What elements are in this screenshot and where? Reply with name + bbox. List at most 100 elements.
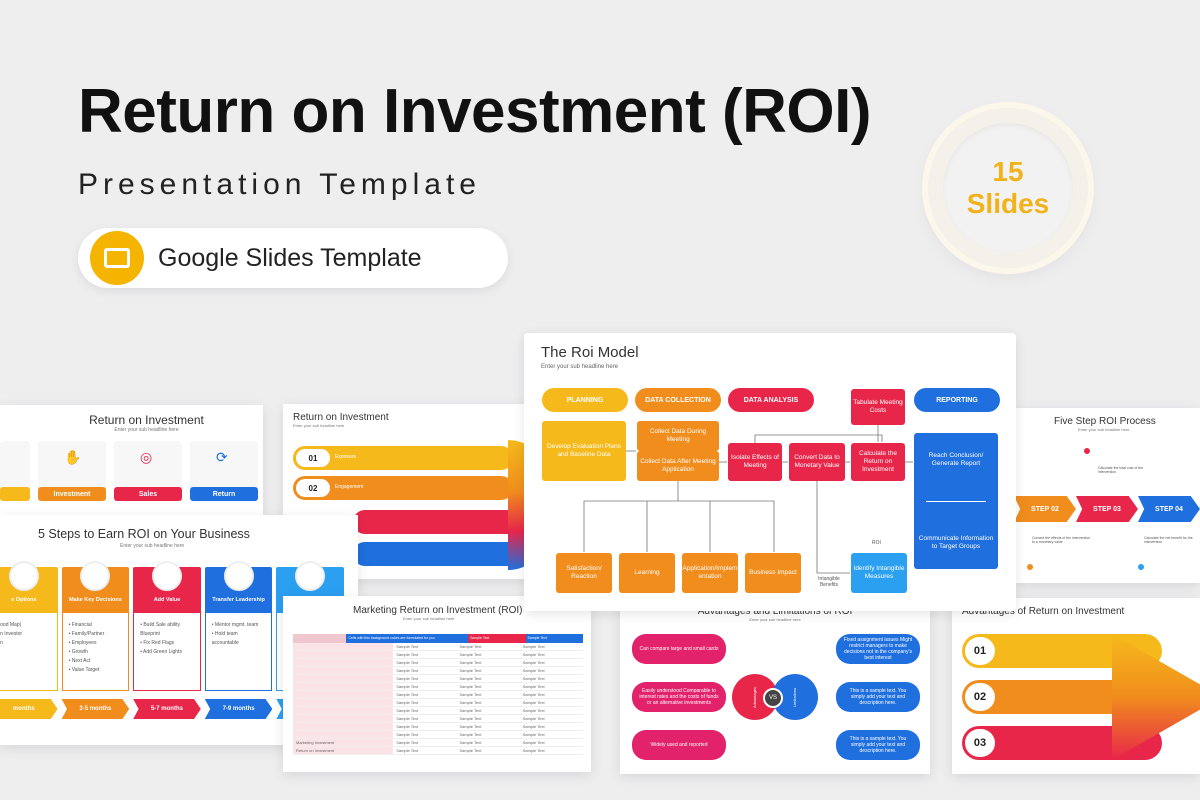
lim-pill: This is a sample text. You simply add yo… bbox=[836, 682, 920, 712]
table-cell: Sample Text bbox=[393, 682, 457, 691]
hero-subtitle: Presentation Template bbox=[78, 168, 481, 201]
table-cell: Sample Text bbox=[393, 690, 457, 699]
slide-title: The Roi Model bbox=[541, 344, 639, 361]
box-convert: Convert Data to Monetary Value bbox=[789, 443, 845, 481]
table-cell: Sample Text bbox=[519, 722, 583, 731]
table-cell: Sample Text bbox=[393, 730, 457, 739]
slide-title: Return on Investment bbox=[293, 412, 389, 423]
box-develop: Develop Evaluation Plans and Baseline Da… bbox=[542, 421, 626, 481]
table-cell: Sample Text bbox=[456, 682, 520, 691]
step-item: • Growth bbox=[68, 649, 88, 655]
step-body: • ood Map)• n Investor• n bbox=[0, 613, 58, 691]
slide-thumb-adv-lim[interactable]: Advantages and Limitations of ROI Enter … bbox=[620, 598, 930, 774]
table-cell: Sample Text bbox=[456, 746, 520, 755]
list-num: 01 bbox=[965, 637, 995, 665]
box-identify: Identify Intangible Measures bbox=[851, 553, 907, 593]
table-cell: Sample Text bbox=[456, 714, 520, 723]
list-item bbox=[353, 510, 523, 534]
table-cell: Sample Text bbox=[456, 738, 520, 747]
box-tabulate: Tabulate Meeting Costs bbox=[851, 389, 905, 425]
step-column: e Options • ood Map)• n Investor• n mont… bbox=[0, 561, 58, 737]
list-item: 02 Engagement bbox=[293, 476, 513, 500]
table-cell bbox=[293, 643, 394, 651]
table-cell: Sample Text bbox=[393, 722, 457, 731]
step-time: 3-5 months bbox=[61, 699, 130, 719]
slide-sub: Enter your sub headline here bbox=[541, 364, 619, 370]
box-satisfaction: Satisfaction/ Reaction bbox=[556, 553, 612, 593]
table-cell: Sample Text bbox=[456, 643, 520, 651]
timeline-dot bbox=[1027, 564, 1033, 570]
slide-thumb-roi-overview[interactable]: Return on Investment Enter your sub head… bbox=[0, 405, 263, 515]
adv-pill: Can compare large and small cards bbox=[632, 634, 726, 664]
list-num: 02 bbox=[965, 683, 995, 711]
step-item: • Fix Red Flags bbox=[140, 640, 175, 646]
hero-title: Return on Investment (ROI) bbox=[78, 77, 872, 146]
step-chip: STEP 02 bbox=[1014, 496, 1076, 522]
list-num: 01 bbox=[296, 449, 330, 467]
table-cell: Sample Text bbox=[519, 643, 583, 651]
box-isolate: Isolate Effects of Meeting bbox=[728, 443, 782, 481]
vs-badge: VS bbox=[763, 688, 783, 708]
table-cell: Sample Text bbox=[456, 674, 520, 683]
step-item: • n bbox=[0, 640, 3, 646]
table-cell: Sample Text bbox=[519, 690, 583, 699]
table-header: Sample Text bbox=[525, 634, 584, 643]
table-cell: Sample Text bbox=[456, 658, 520, 667]
step-icon bbox=[295, 561, 326, 591]
slide-thumb-adv-roi[interactable]: Advantages of Return on Investment 01 02… bbox=[952, 598, 1200, 774]
box-reach: Reach Conclusion/ Generate Report bbox=[928, 451, 984, 467]
list-label: Engagement bbox=[335, 484, 364, 490]
step-item: • ood Map) bbox=[0, 622, 22, 628]
table-cell bbox=[293, 706, 394, 715]
table-cell: Sample Text bbox=[519, 738, 583, 747]
timeline-dot bbox=[1138, 564, 1144, 570]
intangible-label: Intangible Benefits bbox=[818, 576, 840, 588]
coin-hand-icon: ✋ bbox=[64, 449, 82, 465]
table-cell: Sample Text bbox=[393, 650, 457, 659]
phase-data-collection: DATA COLLECTION bbox=[635, 388, 721, 412]
table-cell bbox=[293, 690, 394, 699]
step-icon bbox=[151, 561, 182, 591]
slide-title: Advantages and Limitations of ROI bbox=[697, 606, 853, 617]
table-cell: Sample Text bbox=[456, 706, 520, 715]
table-cell bbox=[293, 666, 394, 675]
step-body: • Mentor mgmt. team• Hold team accountab… bbox=[204, 613, 273, 691]
badge-count: 15 bbox=[992, 156, 1024, 187]
step-chip: STEP 03 bbox=[1076, 496, 1138, 522]
step-title: Transfer Leadership bbox=[212, 597, 265, 603]
box-impact: Business Impact bbox=[745, 553, 801, 593]
table-cell: Sample Text bbox=[519, 714, 583, 723]
box-learning: Learning bbox=[619, 553, 675, 593]
table-cell: Sample Text bbox=[393, 666, 457, 675]
timeline-dot bbox=[1084, 448, 1090, 454]
slide-thumb-marketing-roi[interactable]: Marketing Return on Investment (ROI) Ent… bbox=[283, 596, 591, 772]
adv-pill: Widely used and reported bbox=[632, 730, 726, 760]
slide-sub: Enter your sub headline here bbox=[1078, 427, 1130, 432]
step-note: Calculate the total cost of the interven… bbox=[1098, 466, 1144, 474]
table-cell: Sample Text bbox=[393, 674, 457, 683]
step-body: • Build Sale ability Blueprint• Fix Red … bbox=[133, 613, 201, 691]
platform-label: Google Slides Template bbox=[158, 243, 422, 272]
advantages-label: Advantages bbox=[752, 686, 758, 708]
tab-chip-return: Return bbox=[190, 487, 258, 501]
table-cell bbox=[293, 650, 394, 659]
slide-roi-model[interactable]: The Roi Model Enter your sub headline he… bbox=[524, 333, 1016, 611]
step-column: Make Key Decisions • Financial• Family/P… bbox=[61, 561, 130, 737]
tab-chip-investment: Investment bbox=[38, 487, 106, 501]
slide-thumb-five-step-process[interactable]: Five Step ROI Process Enter your sub hea… bbox=[1014, 408, 1200, 583]
google-slides-pill[interactable]: Google Slides Template bbox=[78, 228, 508, 288]
table-cell: Sample Text bbox=[456, 650, 520, 659]
box-during: Collect Data During Meeting bbox=[637, 421, 719, 451]
step-time: months bbox=[0, 699, 58, 719]
table-cell: Return on Investment bbox=[293, 746, 394, 755]
step-head bbox=[61, 561, 130, 613]
table-cell: Sample Text bbox=[456, 690, 520, 699]
